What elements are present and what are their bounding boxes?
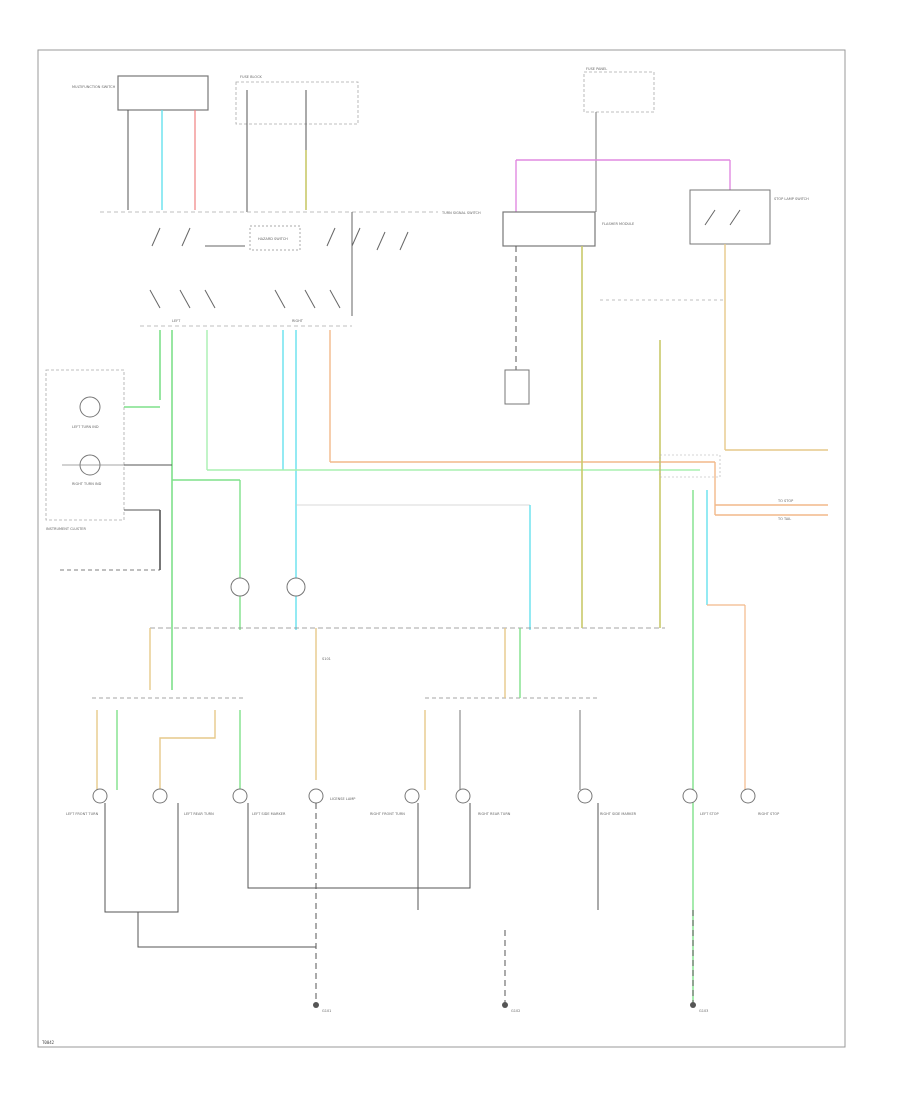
fuse-block-label: FUSE BLOCK (240, 75, 263, 79)
left-lamp-group: LEFT FRONT TURN LEFT REAR TURN LEFT SIDE… (66, 710, 355, 816)
license-lamp-label: LICENSE LAMP (330, 797, 355, 801)
right-rear-turn-label: RIGHT REAR TURN (478, 812, 511, 816)
ground-label-2: G102 (511, 1009, 520, 1013)
stop-lamp-switch: STOP LAMP SWITCH (600, 189, 828, 628)
module-label: MULTIFUNCTION SWITCH (72, 85, 116, 89)
flasher-label: FLASHER MODULE (602, 222, 634, 226)
fuse-block-top: FUSE BLOCK (235, 75, 359, 212)
flasher-module: FLASHER MODULE (502, 211, 634, 628)
right-stop-label: RIGHT STOP (758, 812, 779, 816)
hazard-switch-label: HAZARD SWITCH (258, 237, 288, 241)
fuse-panel-label: FUSE PANEL (586, 67, 607, 71)
right-label: RIGHT (292, 319, 304, 323)
hazard-switch (151, 212, 409, 316)
left-stop-label: LEFT STOP (700, 812, 719, 816)
ground-point-1 (313, 1002, 319, 1008)
splice-label: S101 (322, 657, 331, 661)
ground-label-3: G103 (699, 1009, 708, 1013)
left-side-marker-label: LEFT SIDE MARKER (252, 812, 286, 816)
ground-returns (104, 803, 694, 1005)
indicator-left-label: LEFT TURN IND (72, 425, 99, 429)
right-side-marker-label: RIGHT SIDE MARKER (600, 812, 637, 816)
turn-switch-contacts (149, 289, 341, 309)
instrument-cluster: LEFT TURN IND RIGHT TURN IND INSTRUMENT … (45, 369, 172, 571)
instrument-cluster-label: INSTRUMENT CLUSTER (46, 527, 86, 531)
right-front-turn-label: RIGHT FRONT TURN (370, 812, 405, 816)
turn-switch-label: TURN SIGNAL SWITCH (441, 211, 481, 215)
diagram-frame (37, 49, 846, 1048)
multifunction-switch-module: MULTIFUNCTION SWITCH (72, 75, 209, 210)
ground-label-1: G101 (322, 1009, 331, 1013)
ground-point-2 (502, 1002, 508, 1008)
right-harness-connector: TO STOP TO TAIL (659, 454, 828, 1005)
indicator-right-label: RIGHT TURN IND (72, 482, 102, 486)
fuse-panel-right: FUSE PANEL (515, 67, 731, 212)
diagram-code: T0042 (42, 1040, 55, 1045)
ground-point-3 (690, 1002, 696, 1008)
right-lamp-group: RIGHT FRONT TURN RIGHT REAR TURN RIGHT S… (370, 710, 779, 816)
stop-switch-label: STOP LAMP SWITCH (774, 197, 809, 201)
left-rear-turn-label: LEFT REAR TURN (184, 812, 214, 816)
left-label: LEFT (172, 319, 181, 323)
to-stop-label: TO STOP (777, 499, 793, 503)
to-tail-label: TO TAIL (777, 517, 791, 521)
left-front-turn-label: LEFT FRONT TURN (66, 812, 99, 816)
front-indicator-lamps (230, 480, 306, 630)
